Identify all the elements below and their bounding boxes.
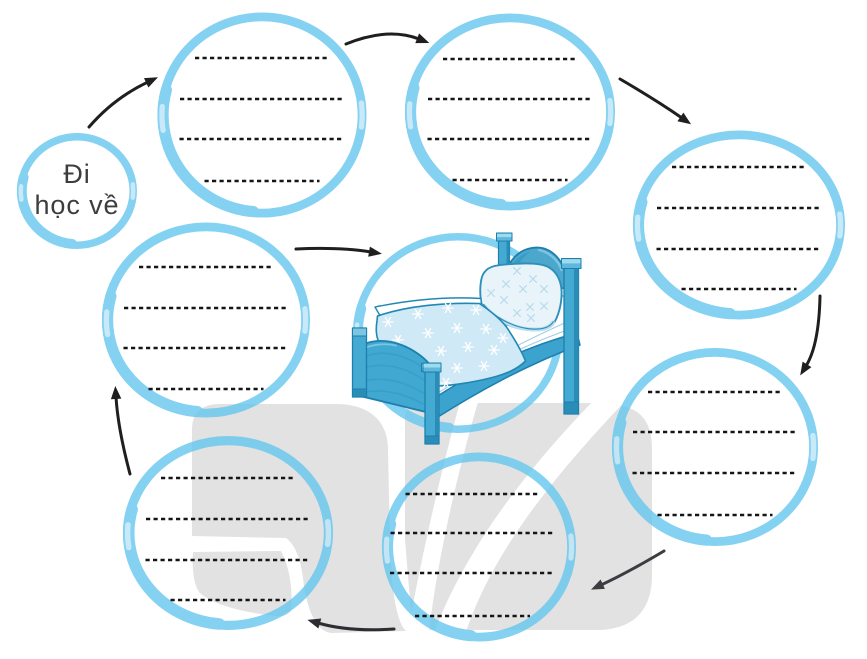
svg-text:Đi: Đi (63, 159, 90, 189)
svg-text:học về: học về (35, 190, 120, 220)
